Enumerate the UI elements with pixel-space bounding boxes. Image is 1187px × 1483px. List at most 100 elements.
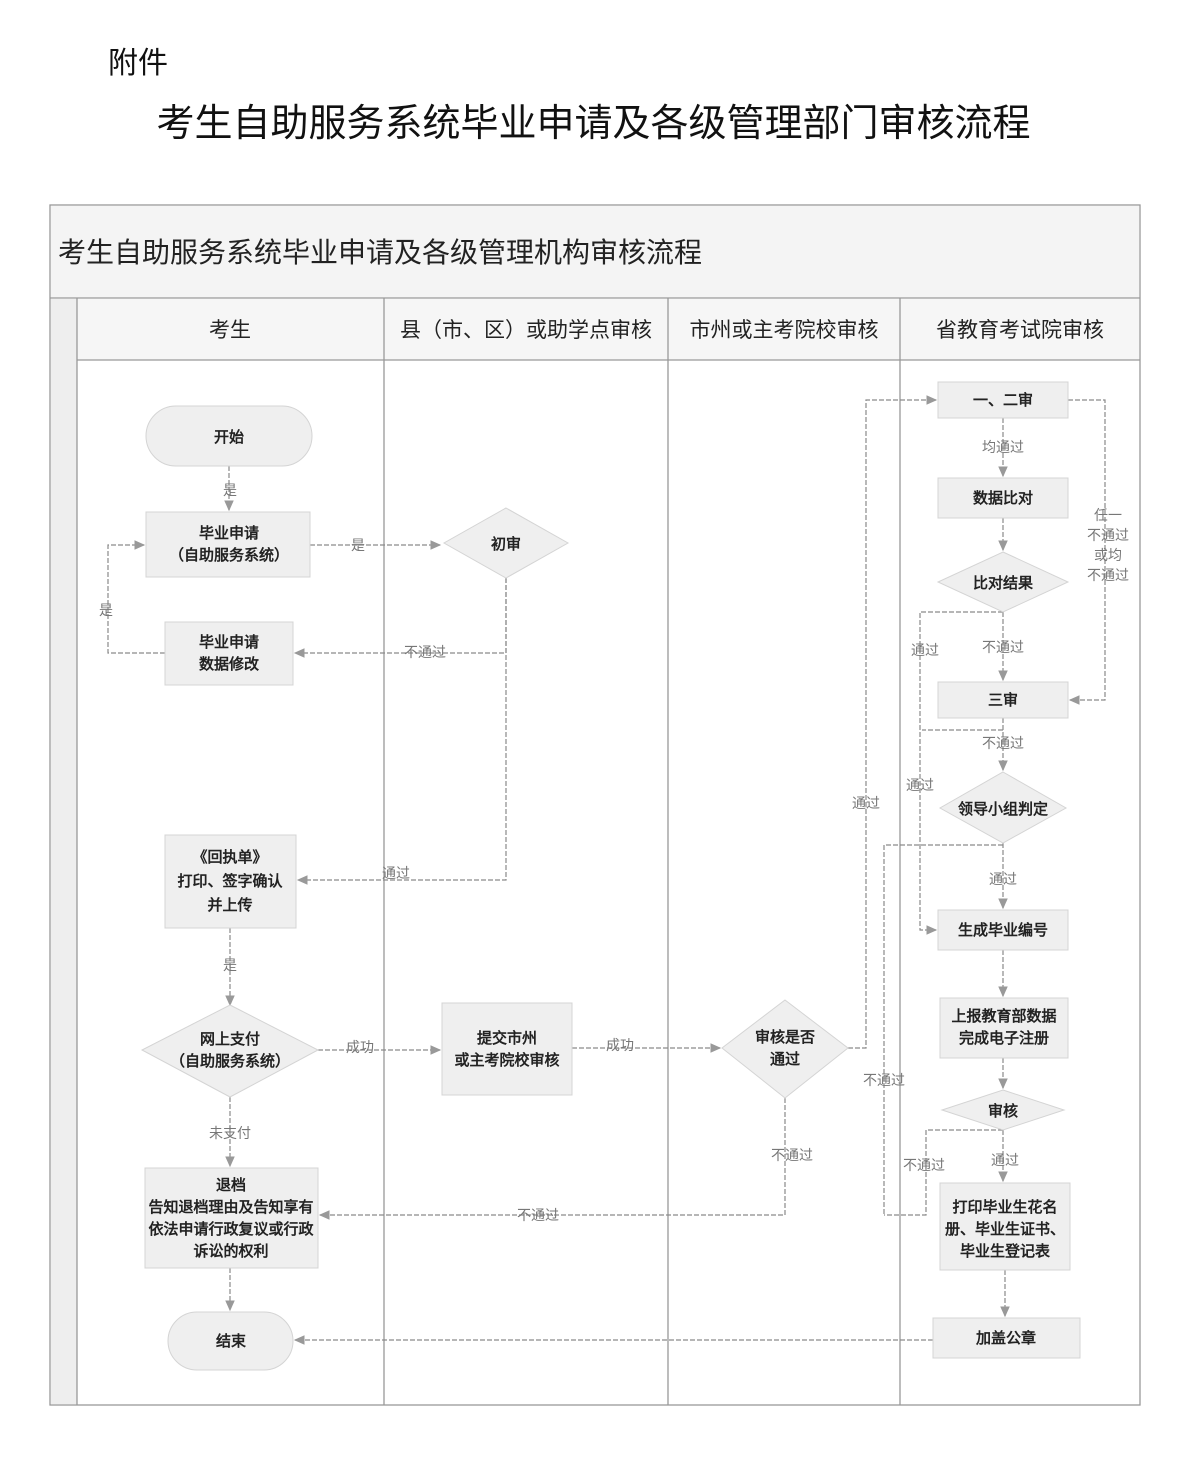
node-label: 通过 <box>770 1050 800 1068</box>
edge-label-success: 成功 <box>606 1038 634 1054</box>
node-label: 初审 <box>491 535 521 553</box>
node-label: 加盖公章 <box>975 1329 1036 1347</box>
edge-label-fail: 不通过 <box>903 1158 945 1174</box>
connector-arrow <box>107 540 165 654</box>
lane-header-row <box>77 299 1139 360</box>
edge-label-fail: 不通过 <box>404 645 446 661</box>
edge-label-fail: 不通过 <box>517 1208 559 1224</box>
edge-label-any-fail: 不通过 <box>1087 528 1129 544</box>
connector-arrow <box>1068 399 1106 705</box>
edge-label-any-fail: 或均 <box>1094 548 1122 564</box>
terminator-shape <box>167 1311 294 1371</box>
lane-header-county: 县（市、区）或助学点审核 <box>400 318 652 342</box>
edge-label-success: 成功 <box>346 1040 374 1056</box>
edge-label-fail: 不通过 <box>771 1148 813 1164</box>
process-box <box>939 1182 1071 1271</box>
node-compare-result: 比对结果 <box>936 551 1070 613</box>
edge-label-pass: 通过 <box>852 796 880 812</box>
connector-line <box>883 844 1003 1215</box>
node-label: 提交市州 <box>477 1029 537 1047</box>
node-leader-group: 领导小组判定 <box>938 771 1068 844</box>
diagram-title: 考生自助服务系统毕业申请及各级管理机构审核流程 <box>58 236 702 269</box>
diagram-frame <box>49 204 1141 1406</box>
connector-arrow <box>919 611 1003 935</box>
edge-label-yes: 是 <box>99 603 113 619</box>
node-label: 打印毕业生花名 <box>952 1198 1057 1216</box>
edge-label-pass: 通过 <box>382 866 410 882</box>
lane-header-candidate: 考生 <box>209 318 251 342</box>
edge-label-pass: 通过 <box>989 872 1017 888</box>
node-label: 网上支付 <box>200 1030 260 1048</box>
edge-label-unpaid: 未支付 <box>209 1126 251 1142</box>
node-seal: 加盖公章 <box>932 1317 1081 1359</box>
terminator-shape <box>145 405 313 467</box>
node-label: 生成毕业编号 <box>958 921 1048 939</box>
process-box <box>937 681 1069 719</box>
edge-label-pass: 通过 <box>911 643 939 659</box>
edge-label-yes: 是 <box>223 483 237 499</box>
process-box <box>937 381 1069 419</box>
edge-label-any-fail: 不通过 <box>1087 568 1129 584</box>
decision-diamond <box>938 771 1068 844</box>
connectors <box>107 395 1106 1345</box>
process-box <box>937 477 1069 519</box>
node-review-3: 三审 <box>937 681 1069 719</box>
decision-diamond <box>936 551 1070 613</box>
process-box <box>441 1002 573 1096</box>
node-apply: 毕业申请 （自助服务系统） <box>145 511 311 578</box>
process-box <box>145 511 311 578</box>
pool-side-band <box>51 299 77 1404</box>
edge-label-fail: 不通过 <box>863 1073 905 1089</box>
node-label: 结束 <box>216 1332 247 1350</box>
edge-label-fail: 不通过 <box>982 736 1024 752</box>
lane-header-province: 省教育考试院审核 <box>936 318 1104 342</box>
node-receipt: 《回执单》 打印、签字确认 并上传 <box>164 834 297 929</box>
connector-line <box>884 1129 1003 1216</box>
node-modify: 毕业申请 数据修改 <box>164 621 294 686</box>
node-label: 一、二审 <box>973 391 1033 409</box>
diagram-header-band <box>51 206 1139 298</box>
decision-diamond <box>140 1004 320 1098</box>
node-label: 毕业生登记表 <box>960 1242 1051 1260</box>
process-box <box>937 909 1069 951</box>
node-first-review: 初审 <box>442 507 570 579</box>
decision-diamond <box>442 507 570 579</box>
edge-label-all-pass: 均通过 <box>982 440 1024 456</box>
node-label: （自助服务系统） <box>169 546 289 564</box>
node-label: 告知退档理由及告知享有 <box>148 1198 313 1216</box>
node-label: 比对结果 <box>973 574 1034 592</box>
attachment-label: 附件 <box>108 46 168 81</box>
document-title: 考生自助服务系统毕业申请及各级管理部门审核流程 <box>156 101 1031 145</box>
process-box <box>144 1167 319 1269</box>
connector-arrow <box>848 395 938 1049</box>
node-end: 结束 <box>167 1311 294 1371</box>
node-payment: 网上支付 （自助服务系统） <box>140 1004 320 1098</box>
node-gen-number: 生成毕业编号 <box>937 909 1069 951</box>
node-label: 或主考院校审核 <box>454 1051 559 1069</box>
node-city-review: 审核是否 通过 <box>721 999 849 1099</box>
node-label: 打印、签字确认 <box>177 872 283 890</box>
node-label: 毕业申请 <box>199 633 259 651</box>
edge-label-pass: 通过 <box>906 778 934 794</box>
node-label: （自助服务系统） <box>170 1052 290 1070</box>
edge-label-yes: 是 <box>223 958 237 974</box>
node-label: 退档 <box>216 1176 246 1194</box>
node-label: 毕业申请 <box>199 524 259 542</box>
node-report-moe: 上报教育部数据 完成电子注册 <box>939 997 1069 1059</box>
node-final-review: 审核 <box>940 1089 1066 1131</box>
edge-label-yes: 是 <box>351 538 365 554</box>
node-label: 完成电子注册 <box>959 1029 1049 1047</box>
connector-arrow <box>293 578 507 658</box>
decision-diamond <box>721 999 849 1099</box>
node-label: 册、毕业生证书、 <box>945 1220 1065 1238</box>
node-start: 开始 <box>145 405 313 467</box>
node-label: 上报教育部数据 <box>951 1007 1056 1025</box>
edge-label-any-fail: 任一 <box>1094 508 1122 524</box>
node-label: 依法申请行政复议或行政 <box>148 1220 314 1238</box>
node-label: 诉讼的权利 <box>193 1242 268 1260</box>
node-data-compare: 数据比对 <box>937 477 1069 519</box>
edge-label-fail: 不通过 <box>982 640 1024 656</box>
node-label: 三审 <box>988 691 1018 709</box>
node-label: 《回执单》 <box>192 848 267 866</box>
